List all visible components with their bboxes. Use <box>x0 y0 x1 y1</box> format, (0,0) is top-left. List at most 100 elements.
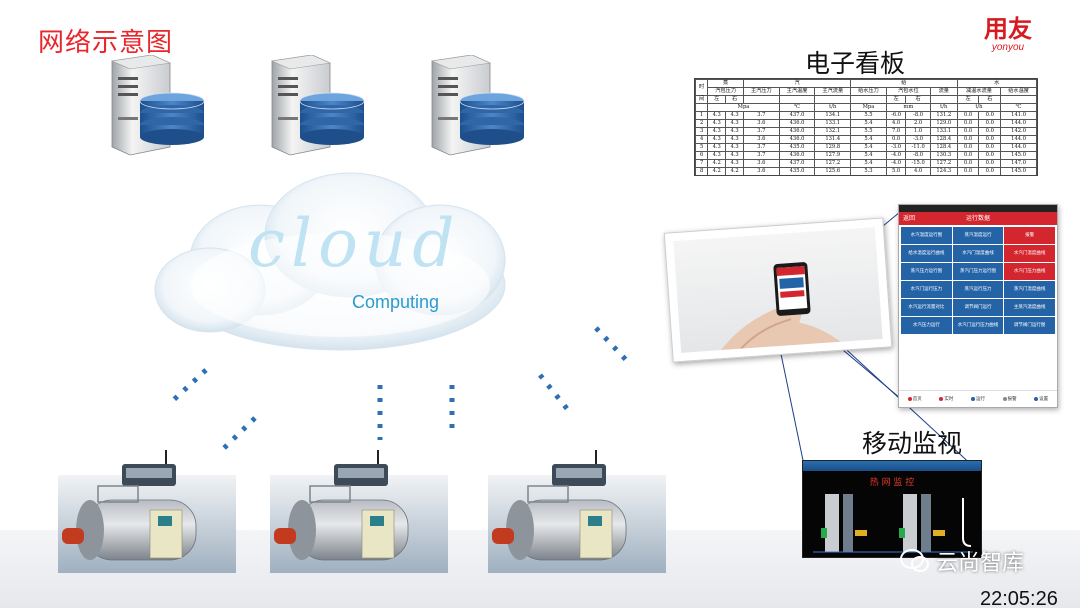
phone-tile[interactable]: 主蒸汽温度曲线 <box>1004 299 1055 316</box>
phone-tile[interactable]: 蒸汽压力运行图 <box>901 263 952 280</box>
table-cell: 4.2 <box>725 167 744 175</box>
table-header-row: 时 蒸 汽 给 水 <box>695 79 1037 96</box>
footer-dot-icon <box>970 397 975 401</box>
phone-footer-label: 设置 <box>1039 397 1049 402</box>
table-cell: 0.0 <box>978 143 1002 152</box>
table-cell: -4.0 <box>885 151 907 160</box>
table-cell: 8 <box>695 167 709 175</box>
cloud-script-text: cloud <box>248 205 461 282</box>
phone-tile[interactable]: 调节阀门运行 <box>952 299 1004 316</box>
phone-tile[interactable]: 蒸汽运行压力 <box>952 281 1004 298</box>
table-cell: 6 <box>695 151 709 160</box>
table-cell: mm <box>885 103 931 112</box>
table-cell: 4.3 <box>725 111 744 120</box>
table-cell: 0.0 <box>885 135 907 144</box>
boiler-icon <box>58 450 236 573</box>
table-header: 汽包压力 <box>707 87 744 96</box>
table-cell: 4.3 <box>707 127 727 136</box>
table-cell: 127.2 <box>814 159 852 168</box>
phone-tile[interactable]: 水汽门运行压力曲线 <box>952 317 1004 334</box>
table-cell: 1 <box>695 111 709 120</box>
phone-back-button[interactable]: 返回 <box>903 215 916 222</box>
table-cell: 124.3 <box>929 167 958 175</box>
phone-tile[interactable]: 水汽门压力曲线 <box>1004 263 1055 280</box>
boiler-icon <box>487 450 667 574</box>
table-cell: 3.6 <box>743 167 780 175</box>
table-header <box>778 95 816 104</box>
phone-tile[interactable]: 给水温度运行曲线 <box>901 245 952 262</box>
timestamp: 22:05:26 <box>980 588 1058 610</box>
phone-tile[interactable]: 水汽温度运行图 <box>901 227 952 244</box>
table-cell: Mpa <box>850 103 887 112</box>
phone-tile[interactable]: 水汽运行流量对比 <box>901 299 952 316</box>
table-header: 水 <box>956 79 1037 88</box>
footer-dot-icon <box>907 397 912 401</box>
phone-footer-item[interactable]: 运行 <box>970 396 985 402</box>
boiler-schematic-icon <box>813 494 973 553</box>
phone-tile[interactable]: 调节阀门运行图 <box>1004 317 1055 334</box>
table-cell: 144.0 <box>1000 119 1037 128</box>
logo-en: yonyou <box>991 42 1025 53</box>
table-cell: 5.3 <box>850 167 887 175</box>
table-units-row: Mpa ℃ t/h Mpa mm t/h t/h ℃ <box>695 103 1037 112</box>
table-cell: 4.3 <box>725 127 744 136</box>
table-header: 给水压力 <box>850 87 887 96</box>
table-cell: 0.0 <box>956 159 980 168</box>
wechat-icon <box>900 549 929 572</box>
table-cell: 435.0 <box>778 167 816 175</box>
monitor-toolbar <box>803 461 981 471</box>
table-cell: 145.0 <box>1000 167 1037 175</box>
phone-tile[interactable]: 水汽门温度曲线 <box>1004 245 1055 262</box>
table-header: 主汽温度 <box>778 87 816 96</box>
table-cell: 0.0 <box>978 127 1002 136</box>
boilers-group <box>58 450 667 574</box>
table-cell: -8.0 <box>905 151 931 160</box>
phone-tile[interactable]: 蒸汽温度运行 <box>952 227 1004 244</box>
table-cell: 131.4 <box>814 135 852 144</box>
table-cell: 0.0 <box>978 167 1002 175</box>
watermark: 云尚智库 <box>900 545 1024 577</box>
phone-footer-item[interactable]: 设置 <box>1034 396 1048 402</box>
table-cell: 7.0 <box>885 127 907 136</box>
table-header: 左 <box>885 95 907 104</box>
table-cell: 4.3 <box>725 143 744 152</box>
table-cell: -8.0 <box>905 111 931 120</box>
table-cell: 127.9 <box>814 151 852 160</box>
phone-footer-item[interactable]: 实时 <box>939 396 953 402</box>
table-cell: -3.0 <box>885 143 907 152</box>
table-header <box>743 95 780 104</box>
table-subheader-row: 间 左 右 左 右 左 右 <box>695 95 1037 104</box>
phone-tile[interactable]: 报警 <box>1004 227 1055 244</box>
phone-tile[interactable]: 水汽门运行压力 <box>901 281 952 298</box>
table-cell: 130.3 <box>929 151 958 160</box>
table-header <box>1000 95 1037 104</box>
phone-tile[interactable]: 水汽门温度曲线 <box>952 245 1004 262</box>
table-cell: 0.0 <box>956 167 980 175</box>
phone-tile[interactable]: 蒸汽门压力运行图 <box>952 263 1004 280</box>
table-cell: 129.8 <box>814 143 852 152</box>
table-cell: 4.3 <box>725 159 744 168</box>
table-header: 右 <box>905 95 931 104</box>
table-cell: 5.0 <box>885 167 907 175</box>
watermark-text: 云尚智库 <box>936 551 1025 576</box>
table-cell: 131.2 <box>929 111 958 120</box>
cloud-icon <box>154 172 506 351</box>
phone-footer-label: 报警 <box>1007 397 1017 402</box>
phone-footer-item[interactable]: 报警 <box>1002 396 1017 402</box>
table-header: 间 <box>695 95 709 104</box>
table-header-row: 汽包压力 主汽压力 主汽温度 主汽流量 给水压力 汽包水位 流量 减温水流量 给… <box>696 87 1037 96</box>
table-cell: 3.6 <box>743 119 780 128</box>
phone-footer-item[interactable]: 首页 <box>907 396 922 402</box>
table-header: 减温水流量 <box>956 87 1002 96</box>
server-icon <box>110 55 205 156</box>
hand-phone-photo <box>663 217 893 363</box>
table-cell: 3.6 <box>743 159 780 168</box>
table-header: 流量 <box>929 87 958 96</box>
phone-tile[interactable]: 水汽压力运行 <box>901 317 952 334</box>
phone-tile[interactable]: 蒸汽门温度曲线 <box>1004 281 1055 298</box>
table-cell: t/h <box>956 103 1002 112</box>
